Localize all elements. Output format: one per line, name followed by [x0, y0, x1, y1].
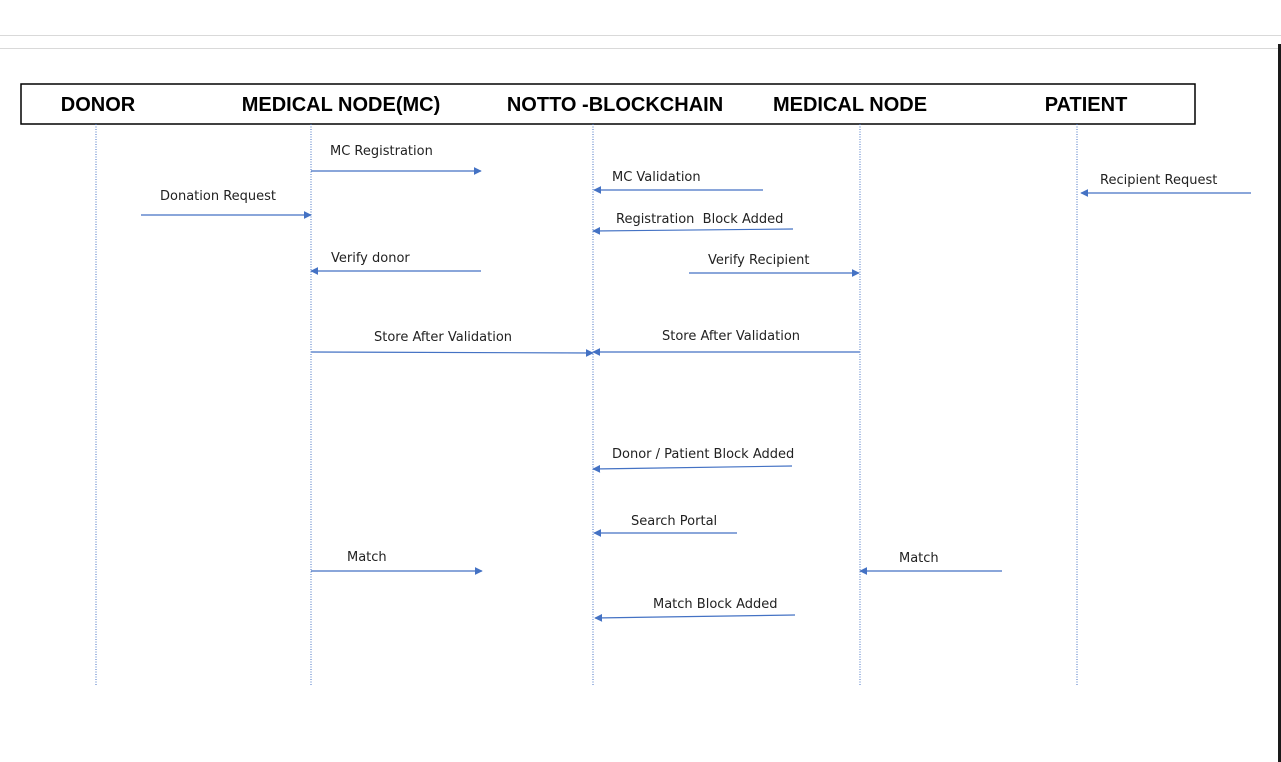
top-divider [0, 48, 1281, 49]
message-label: Recipient Request [1100, 173, 1217, 188]
message-label: Store After Validation [374, 330, 512, 345]
message-arrow [592, 464, 793, 473]
participant-medical-node-label: MEDICAL NODE [773, 94, 927, 116]
message-label: Match Block Added [653, 597, 778, 612]
message-label: Match [347, 550, 387, 565]
message-label: Donation Request [160, 189, 276, 204]
top-divider [0, 35, 1281, 36]
message-label: Verify donor [331, 251, 410, 266]
participant-donor-label: DONOR [61, 94, 136, 116]
message-label: Registration Block Added [616, 212, 783, 227]
message-label: Match [899, 551, 939, 566]
message-label: Store After Validation [662, 329, 800, 344]
participant-patient-label: PATIENT [1045, 94, 1128, 116]
message-arrow [310, 348, 594, 357]
participant-mc-label: MEDICAL NODE(MC) [242, 94, 441, 116]
participant-blockchain-label: NOTTO -BLOCKCHAIN [507, 94, 723, 116]
message-label: Donor / Patient Block Added [612, 447, 794, 462]
message-arrow [592, 226, 794, 235]
right-edge-bar [1278, 44, 1281, 762]
message-label: MC Validation [612, 170, 701, 185]
message-label: Verify Recipient [708, 253, 809, 268]
message-label: MC Registration [330, 144, 433, 159]
message-label: Search Portal [631, 514, 717, 529]
message-arrow [594, 613, 796, 622]
participants-header [20, 83, 1196, 125]
